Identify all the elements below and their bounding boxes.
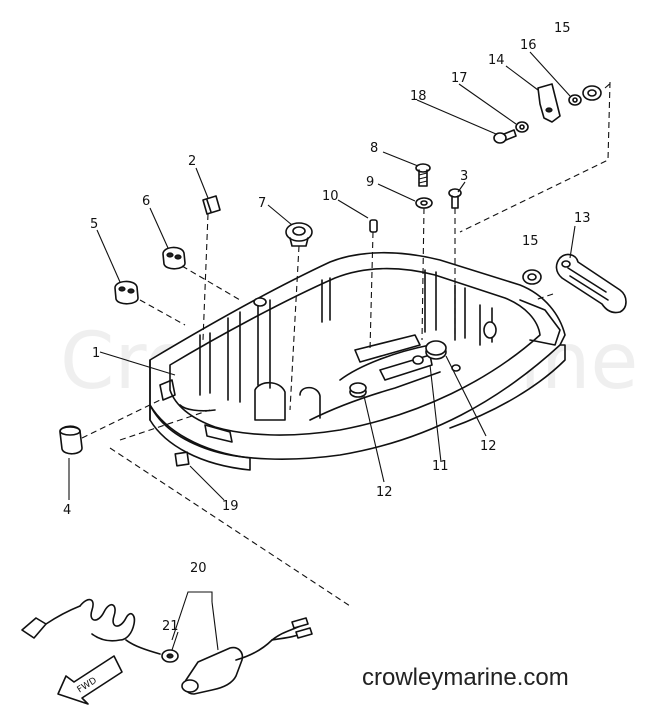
- assembly-dashed-lines: [81, 81, 613, 607]
- part-16-washer: [568, 94, 582, 106]
- bottom-cowling: [149, 251, 566, 471]
- forward-arrow-icon: FWD: [57, 655, 123, 705]
- callout-17: 17: [451, 71, 468, 86]
- callout-13: 13: [574, 211, 591, 226]
- callout-16: 16: [520, 38, 537, 53]
- callout-5: 5: [90, 217, 98, 232]
- callout-15-top: 15: [554, 21, 571, 36]
- part-13-lever: [555, 253, 627, 314]
- part-7-grommet: [285, 222, 313, 247]
- callout-12-right: 12: [480, 439, 497, 454]
- callout-6: 6: [142, 194, 150, 209]
- part-9-washer: [415, 197, 433, 209]
- callout-18: 18: [410, 89, 427, 104]
- callout-labels: 1 2 3 4 5 6 7 8 9 10 11 12 12 13 14 15 1…: [63, 21, 591, 634]
- callout-1: 1: [92, 346, 100, 361]
- callout-15-right: 15: [522, 234, 539, 249]
- stop-switch-assembly: [21, 598, 313, 695]
- callout-3: 3: [460, 169, 468, 184]
- callout-12-lower: 12: [376, 485, 393, 500]
- part-5-grommet: [114, 280, 139, 305]
- part-15-nut: [522, 85, 602, 285]
- callout-19: 19: [222, 499, 239, 514]
- part-2-clip: [202, 195, 221, 215]
- callout-7: 7: [258, 196, 266, 211]
- part-12-grommet: [349, 340, 447, 394]
- callout-10: 10: [322, 189, 339, 204]
- callout-21: 21: [162, 619, 179, 634]
- callout-20: 20: [190, 561, 207, 576]
- leader-lines: [68, 51, 576, 651]
- part-10-pin: [369, 219, 378, 233]
- part-18-screw: [493, 129, 517, 144]
- callout-4: 4: [63, 503, 71, 518]
- callout-11: 11: [432, 459, 449, 474]
- part-14-bracket: [537, 83, 561, 123]
- part-6-grommet: [162, 246, 186, 270]
- callout-8: 8: [370, 141, 378, 156]
- site-url-text: crowleymarine.com: [362, 664, 569, 691]
- part-17-washer: [515, 121, 529, 133]
- part-19-label: [174, 451, 190, 467]
- part-4-grommet: [59, 425, 83, 455]
- callout-9: 9: [366, 175, 374, 190]
- part-3-screw: [448, 188, 462, 209]
- part-8-bolt: [415, 163, 431, 187]
- callout-2: 2: [188, 154, 196, 169]
- callout-14: 14: [488, 53, 505, 68]
